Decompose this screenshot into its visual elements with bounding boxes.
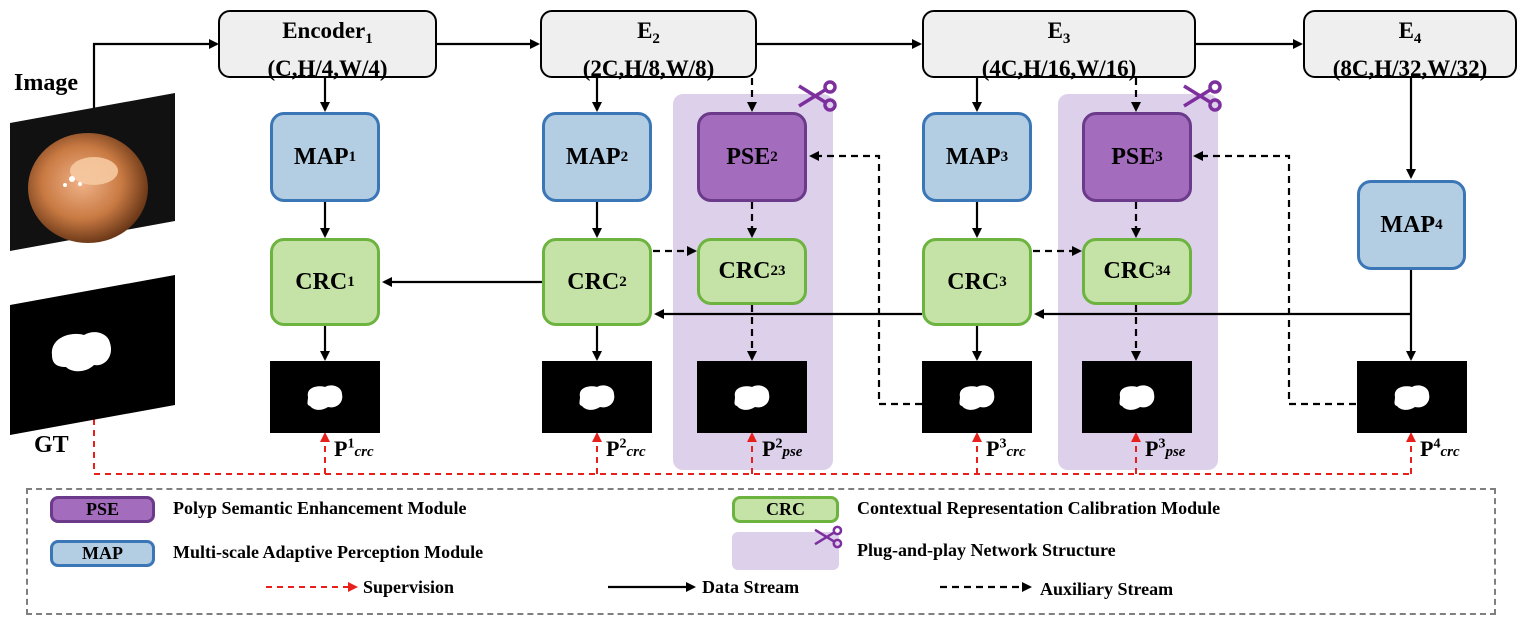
- legend-aux-stream-text: Auxiliary Stream: [1040, 579, 1174, 599]
- legend-map-text: Multi-scale Adaptive Perception Module: [173, 542, 484, 562]
- image-label: Image: [14, 70, 78, 96]
- label-p-crc-3: P3crc: [986, 436, 1026, 461]
- legend-plug-text: Plug-and-play Network Structure: [857, 540, 1116, 560]
- scissors-icon: [798, 80, 837, 112]
- gt-label: GT: [34, 432, 69, 458]
- scissors-icon: [1183, 80, 1222, 112]
- label-p-crc-1: P1crc: [334, 436, 374, 461]
- prediction-mask-crc4: [1357, 361, 1467, 433]
- legend-pse-text: Polyp Semantic Enhancement Module: [173, 498, 467, 518]
- legend-scissors-icon: [814, 525, 843, 549]
- legend-pse-chip: PSE: [50, 496, 155, 523]
- legend-plug-swatch: [732, 532, 839, 570]
- legend-data-stream-text: Data Stream: [702, 577, 800, 597]
- input-image: [10, 93, 175, 251]
- legend-supervision-text: Supervision: [363, 577, 455, 597]
- prediction-mask-crc3: [922, 361, 1032, 433]
- prediction-mask-pse3: [1082, 361, 1192, 433]
- legend-map-chip: MAP: [50, 540, 155, 567]
- ground-truth-mask: [10, 275, 175, 435]
- prediction-mask-crc1: [270, 361, 380, 433]
- prediction-mask-crc2: [542, 361, 652, 433]
- legend-arrows: [266, 582, 1032, 592]
- encoder-4: E4 (8C,H/32,W/32): [1303, 10, 1517, 81]
- label-p-crc-2: P2crc: [606, 436, 646, 461]
- label-p-crc-4: P4crc: [1420, 436, 1460, 461]
- encoder-3: E3 (4C,H/16,W/16): [922, 10, 1196, 81]
- label-p-pse-3: P3pse: [1145, 436, 1186, 461]
- prediction-mask-pse2: [697, 361, 807, 433]
- legend-crc-text: Contextual Representation Calibration Mo…: [857, 498, 1221, 518]
- encoder-1: Encoder1 (C,H/4,W/4): [218, 10, 437, 81]
- legend-crc-chip: CRC: [732, 496, 839, 523]
- encoder-2: E2 (2C,H/8,W/8): [540, 10, 757, 81]
- legend: [26, 488, 1496, 615]
- label-p-pse-2: P2pse: [762, 436, 803, 461]
